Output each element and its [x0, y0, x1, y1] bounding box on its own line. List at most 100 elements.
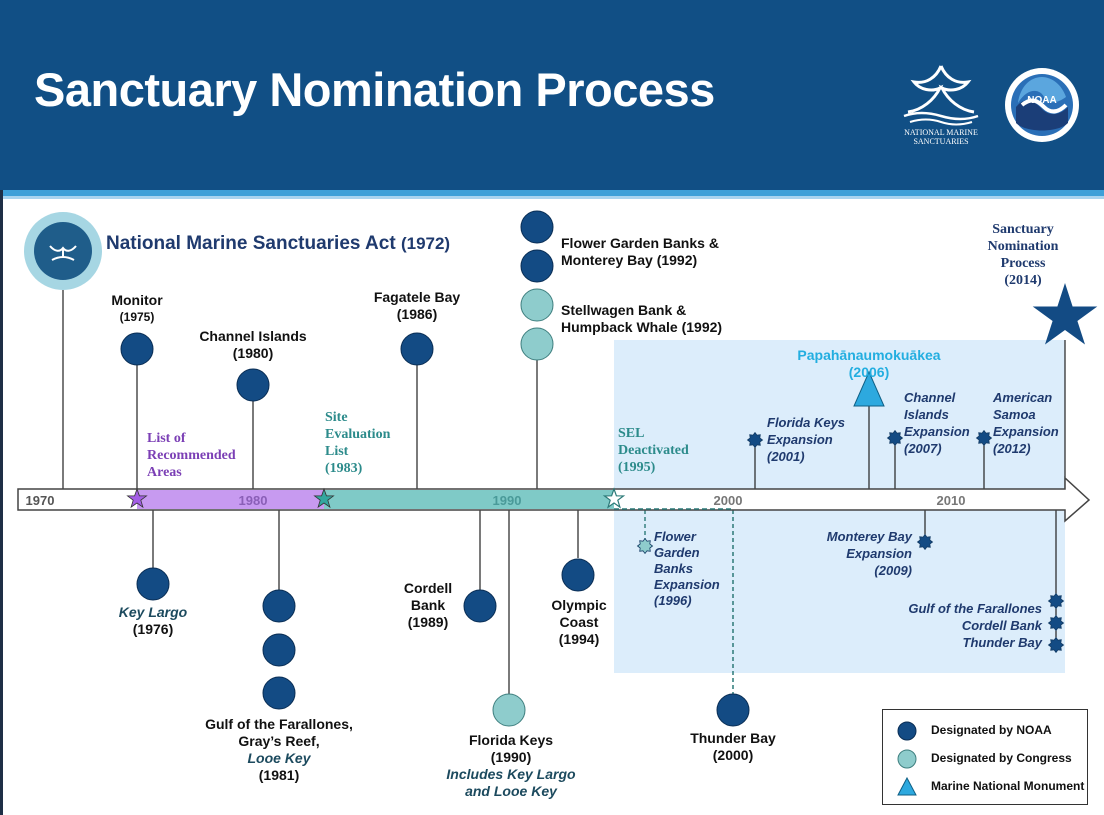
monitor-marker-icon: [120, 332, 154, 366]
recommended-areas-label: List of Recommended Areas: [147, 430, 236, 481]
thunder-bay-marker-icon: [716, 693, 750, 727]
act-label: National Marine Sanctuaries Act (1972): [106, 233, 450, 255]
gulf-line1: Gulf of the Farallones,: [205, 716, 353, 732]
tick-1980: 1980: [239, 493, 268, 508]
farallones-exp-line: Gulf of the Farallones: [908, 601, 1042, 616]
header-stripe-light: [0, 196, 1104, 199]
american-samoa-exp-line4: (2012): [993, 441, 1031, 456]
key-largo-year: (1976): [132, 621, 174, 637]
gulf-label: Gulf of the Farallones, Gray’s Reef, Loo…: [189, 716, 369, 784]
cordell-line1: Cordell: [403, 580, 453, 596]
papahanaumokuakea-label: Papahānaumokuākea (2006): [784, 347, 954, 381]
monitor-label: Monitor (1975): [97, 292, 177, 326]
olympic-marker-icon: [561, 558, 595, 592]
gulf-line2: Gray’s Reef,: [238, 733, 320, 749]
stellwagen-line1: Stellwagen Bank &: [561, 302, 687, 318]
key-largo-name: Key Largo: [118, 604, 188, 620]
monterey-exp-label: Monterey Bay Expansion (2009): [800, 528, 912, 579]
flower-monterey-line2: Monterey Bay (1992): [561, 252, 698, 268]
noaa-logo-text: NOAA: [1027, 95, 1056, 106]
national-marine-sanctuaries-logo: NATIONAL MARINE SANCTUARIES: [896, 60, 986, 155]
papahanaumokuakea-triangle-icon: [853, 370, 885, 407]
era-star-deactivated-icon: [602, 487, 626, 509]
cordell-exp-gear-icon: [1047, 614, 1065, 632]
flower-monterey-line1: Flower Garden Banks &: [561, 235, 719, 251]
site-eval-line1: Site: [325, 410, 348, 425]
fagatele-year: (1986): [396, 306, 438, 322]
cordell-line3: (1989): [407, 614, 449, 630]
american-samoa-exp-label: American Samoa Expansion (2012): [993, 389, 1059, 457]
era-bar-recommended: [137, 490, 324, 509]
fagatele-marker-icon: [400, 332, 434, 366]
legend-label-noaa: Designated by NOAA: [931, 723, 1052, 737]
monterey-exp-line2: Expansion: [846, 546, 912, 561]
site-eval-line2: Evaluation: [325, 427, 391, 442]
channel-islands-year: (1980): [232, 345, 274, 361]
flower-garden-exp-line5: (1996): [654, 593, 692, 608]
key-largo-marker-icon: [136, 567, 170, 601]
florida-keys-exp-gear-icon: [746, 431, 764, 449]
noaa-seal-icon: NOAA: [1005, 68, 1079, 142]
cordell-label: Cordell Bank (1989): [398, 580, 458, 631]
act-whale-icon: [49, 245, 77, 261]
florida-keys-exp-label: Florida Keys Expansion (2001): [767, 414, 845, 465]
florida-keys-marker-icon: [492, 693, 526, 727]
farallones-exp-gear-icon: [1047, 592, 1065, 610]
stellwagen-marker-icon: [520, 288, 554, 322]
noaa-logo: NOAA: [1004, 67, 1080, 143]
stellwagen-label: Stellwagen Bank & Humpback Whale (1992): [561, 302, 722, 336]
legend: Designated by NOAA Designated by Congres…: [882, 709, 1088, 805]
fagatele-name: Fagatele Bay: [373, 289, 461, 305]
era-bar-site-evaluation: [324, 490, 614, 509]
whale-tail-icon: [903, 65, 979, 126]
thunder-bay-label: Thunder Bay (2000): [674, 730, 792, 764]
thunder-exp-line: Thunder Bay: [962, 635, 1042, 650]
flower-garden-exp-line4: Expansion: [654, 577, 720, 592]
recommended-line3: Areas: [147, 465, 182, 480]
sel-deactivated-label: SEL Deactivated (1995): [618, 425, 689, 476]
channel-islands-label: Channel Islands (1980): [183, 328, 323, 362]
papahanaumokuakea-name: Papahānaumokuākea: [797, 347, 941, 363]
act-year: (1972): [400, 234, 451, 253]
olympic-line3: (1994): [558, 631, 600, 647]
light-teal-circle-icon: [897, 749, 917, 769]
snp-line4: (2014): [1004, 273, 1042, 288]
gulf-line3: Looe Key: [247, 750, 311, 766]
american-samoa-exp-line1: American: [993, 390, 1053, 405]
era-star-site-evaluation-icon: [313, 487, 335, 509]
olympic-label: Olympic Coast (1994): [541, 597, 617, 648]
blue-triangle-icon: [897, 776, 917, 796]
site-evaluation-label: Site Evaluation List (1983): [325, 409, 390, 477]
cordell-exp-line: Cordell Bank: [961, 618, 1042, 633]
stellwagen-line2: Humpback Whale (1992): [561, 319, 723, 335]
site-eval-line4: (1983): [325, 461, 363, 476]
era-star-recommended-icon: [126, 487, 148, 509]
flower-monterey-label: Flower Garden Banks & Monterey Bay (1992…: [561, 235, 719, 269]
american-samoa-exp-line2: Samoa: [993, 407, 1036, 422]
channel-islands-exp-line3: Expansion: [904, 424, 970, 439]
monterey-exp-gear-icon: [916, 533, 934, 551]
sel-line1: SEL: [618, 426, 645, 441]
flower-garden-exp-line2: Garden: [654, 545, 700, 560]
header-banner: Sanctuary Nomination Process NATIONAL MA…: [0, 0, 1104, 190]
tick-1990: 1990: [493, 493, 522, 508]
site-eval-line3: List: [325, 444, 349, 459]
monterey-exp-line1: Monterey Bay: [826, 529, 912, 544]
cordell-marker-icon: [463, 589, 497, 623]
monterey-marker-icon: [520, 249, 554, 283]
nms-logo-line1: NATIONAL MARINE: [904, 128, 978, 137]
recommended-line1: List of: [147, 431, 186, 446]
florida-keys-name: Florida Keys: [468, 732, 554, 748]
monitor-name: Monitor: [111, 292, 163, 308]
navy-circle-icon: [897, 721, 917, 741]
thunder-bay-year: (2000): [712, 747, 754, 763]
tick-2000: 2000: [714, 493, 743, 508]
channel-islands-marker-icon: [236, 368, 270, 402]
key-largo-label: Key Largo (1976): [103, 604, 203, 638]
snp-line3: Process: [1000, 256, 1046, 271]
channel-islands-exp-label: Channel Islands Expansion (2007): [904, 389, 970, 457]
channel-islands-exp-gear-icon: [886, 429, 904, 447]
connector-lines: [62, 290, 1066, 694]
snp-line1: Sanctuary: [992, 222, 1054, 237]
